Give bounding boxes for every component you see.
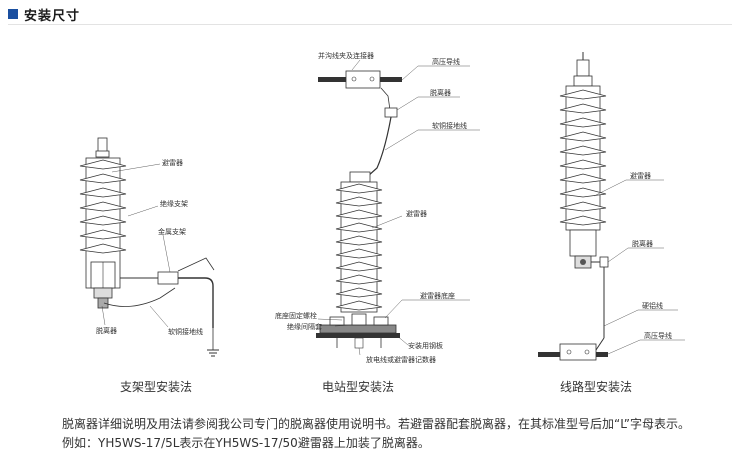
note-line-1: 脱离器详细说明及用法请参阅我公司专门的脱离器使用说明书。若避雷器配套脱离器，在其… — [62, 417, 690, 431]
label-metal-bracket: 金属支架 — [158, 227, 186, 236]
notes: 脱离器详细说明及用法请参阅我公司专门的脱离器使用说明书。若避雷器配套脱离器，在其… — [62, 415, 690, 453]
label-base: 避雷器底座 — [420, 291, 455, 300]
label-disconnector: 脱离器 — [430, 88, 451, 97]
disconnector-and-jumper — [574, 255, 609, 338]
label-arrester: 避雷器 — [406, 209, 427, 218]
diagram-line-type: 避雷器 脱离器 硬铝线 高压导线 — [538, 52, 685, 361]
label-ground-wire: 软铜接地线 — [168, 327, 203, 336]
header-divider — [8, 24, 732, 25]
label-insulating-bracket: 绝缘支架 — [160, 199, 188, 208]
label-jumper: 硬铝线 — [642, 301, 663, 310]
note-line-2: 例如：YH5WS-17/5L表示在YH5WS-17/50避雷器上加装了脱离器。 — [62, 436, 430, 450]
label-ground-wire: 软铜接地线 — [432, 121, 467, 130]
label-arrester: 避雷器 — [630, 171, 651, 180]
caption-station-type: 电站型安装法 — [322, 380, 395, 394]
bracket-structure — [93, 257, 219, 357]
label-mounting-plate: 安装用钢板 — [408, 341, 443, 350]
leader-lines — [317, 59, 480, 356]
label-arrester: 避雷器 — [162, 158, 183, 167]
hv-line-and-clamp — [538, 337, 608, 361]
label-hv-line: 高压导线 — [644, 331, 672, 340]
section-header: 安装尺寸 — [8, 5, 81, 24]
arrester-body — [335, 171, 383, 313]
label-clamp: 并沟线夹及连接器 — [318, 51, 374, 60]
label-fix-bolt: 底座固定螺栓 — [275, 311, 317, 320]
caption-bracket-type: 支架型安装法 — [120, 380, 193, 394]
arrester-body — [79, 137, 127, 289]
hv-line-and-clamp — [318, 70, 402, 118]
ground-wire — [367, 116, 392, 177]
label-disconnector: 脱离器 — [96, 326, 117, 335]
label-disconnector: 脱离器 — [632, 239, 653, 248]
diagram-station-type: 并沟线夹及连接器 高压导线 脱离器 软铜接地线 避雷器 避雷器底座 底座固定螺栓… — [275, 51, 480, 364]
label-counter: 放电线或避雷器记数器 — [366, 355, 436, 364]
section-title: 安装尺寸 — [24, 8, 81, 24]
caption-line-type: 线路型安装法 — [560, 380, 633, 394]
leader-lines — [101, 163, 171, 328]
label-hv-line: 高压导线 — [432, 57, 460, 66]
arrester-body — [559, 52, 607, 257]
arrester-base — [316, 313, 400, 349]
leader-lines — [593, 179, 685, 355]
section-marker-icon — [8, 9, 18, 19]
label-insulating-bushing: 绝缘间隔套 — [287, 322, 322, 331]
diagram-bracket-type: 避雷器 绝缘支架 金属支架 脱离器 软铜接地线 — [79, 137, 219, 357]
